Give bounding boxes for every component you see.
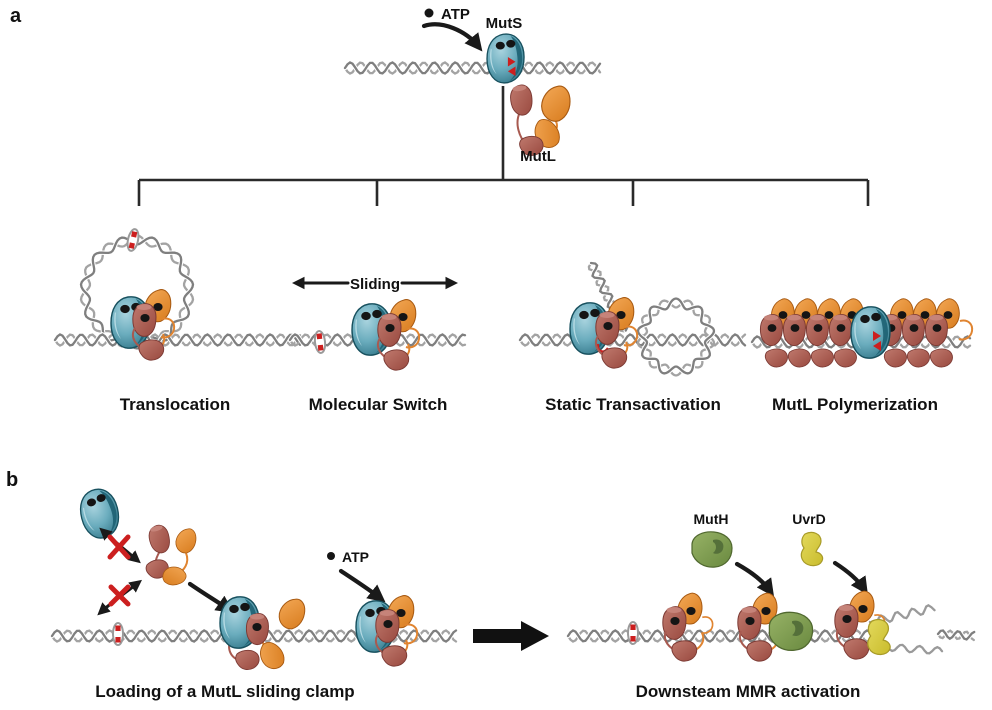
muts-binding-scene: ATP MutS [342, 6, 603, 83]
muts-protein [851, 307, 890, 358]
model-mutl-polymerization-scene: MutL Polymerization [749, 299, 974, 414]
mutl-sliding-clamp [663, 592, 713, 661]
uvrd-recruitment-arrow [832, 560, 868, 595]
dna-single-strand [868, 603, 936, 626]
dna-helix-remnant [935, 628, 977, 642]
transition-arrow-icon [473, 621, 549, 651]
mismatch-marker [112, 622, 124, 646]
muth-free-protein [691, 531, 733, 568]
model-label-translocation: Translocation [120, 395, 231, 414]
model-static-transactivation-scene: Static Transactivation [517, 260, 748, 414]
atp-dot-icon [424, 8, 434, 18]
mismatch-marker [124, 227, 142, 253]
uvrd-label: UvrD [792, 511, 825, 527]
mutl-open-protein [144, 522, 199, 588]
uvrd-free-protein [800, 531, 824, 567]
mutl-loading-scene: ATP Loading of a MutL sliding clamp [49, 484, 459, 701]
atp-condensation-arrow [338, 568, 386, 603]
muth-recruitment-arrow [734, 561, 775, 597]
atp-dot-icon [327, 552, 335, 560]
mismatch-marker [312, 329, 328, 355]
model-molecular-switch-scene: Sliding Molecular Switch [287, 276, 468, 414]
caption-left: Loading of a MutL sliding clamp [95, 682, 354, 701]
muts-mutl-partial-complex [219, 596, 290, 674]
model-label-static-transactivation: Static Transactivation [545, 395, 721, 414]
dna-strand [636, 297, 716, 375]
dna-strand [936, 629, 976, 641]
red-x-icon [108, 584, 131, 607]
muts-free-protein [75, 484, 125, 543]
panel-a: a ATP MutS MutL Tra [10, 5, 974, 414]
mutl-label: MutL [520, 148, 556, 165]
panel-a-letter: a [10, 5, 22, 27]
panel-b-letter: b [6, 469, 18, 491]
atp-label-a: ATP [441, 6, 470, 23]
muth-label: MutH [694, 511, 729, 527]
mmr-activation-scene: MutH UvrD Downsteam MMR activation [565, 511, 977, 701]
unwound-strand-upper [868, 603, 936, 626]
model-label-mutl-polymerization: MutL Polymerization [772, 395, 938, 414]
red-x-icon [107, 534, 131, 560]
dna-helix-b-right [565, 627, 875, 645]
mutl-recruitment-arrow [187, 581, 234, 614]
dna-strand [566, 629, 874, 643]
sliding-label: Sliding [350, 276, 400, 293]
muth-bound-protein [768, 611, 814, 652]
dna-loop-static [635, 296, 717, 377]
caption-right: Downsteam MMR activation [636, 682, 861, 701]
mismatch-marker [627, 621, 639, 645]
dna-strand [566, 629, 874, 643]
muts-protein-on-mismatch [487, 34, 524, 83]
atp-binding-arrow [421, 22, 483, 52]
dna-strand [518, 333, 747, 347]
dna-strand [53, 333, 302, 347]
dna-strand [343, 61, 602, 75]
atp-label-b: ATP [342, 549, 369, 565]
muts-label: MutS [486, 15, 523, 32]
branch-tree-lines [137, 86, 870, 206]
mutl-free-protein [508, 82, 574, 157]
dna-helix-top [342, 59, 603, 77]
mutl-ntd-free-domain [274, 594, 310, 633]
model-label-molecular-switch: Molecular Switch [309, 395, 448, 414]
uvrd-bound-protein [867, 618, 891, 656]
dna-helix-translocation [52, 331, 303, 349]
dna-strand [936, 629, 975, 642]
model-translocation-scene: Translocation [52, 227, 303, 414]
mutl-bound-protein [596, 295, 637, 368]
panel-b: b [6, 469, 977, 701]
